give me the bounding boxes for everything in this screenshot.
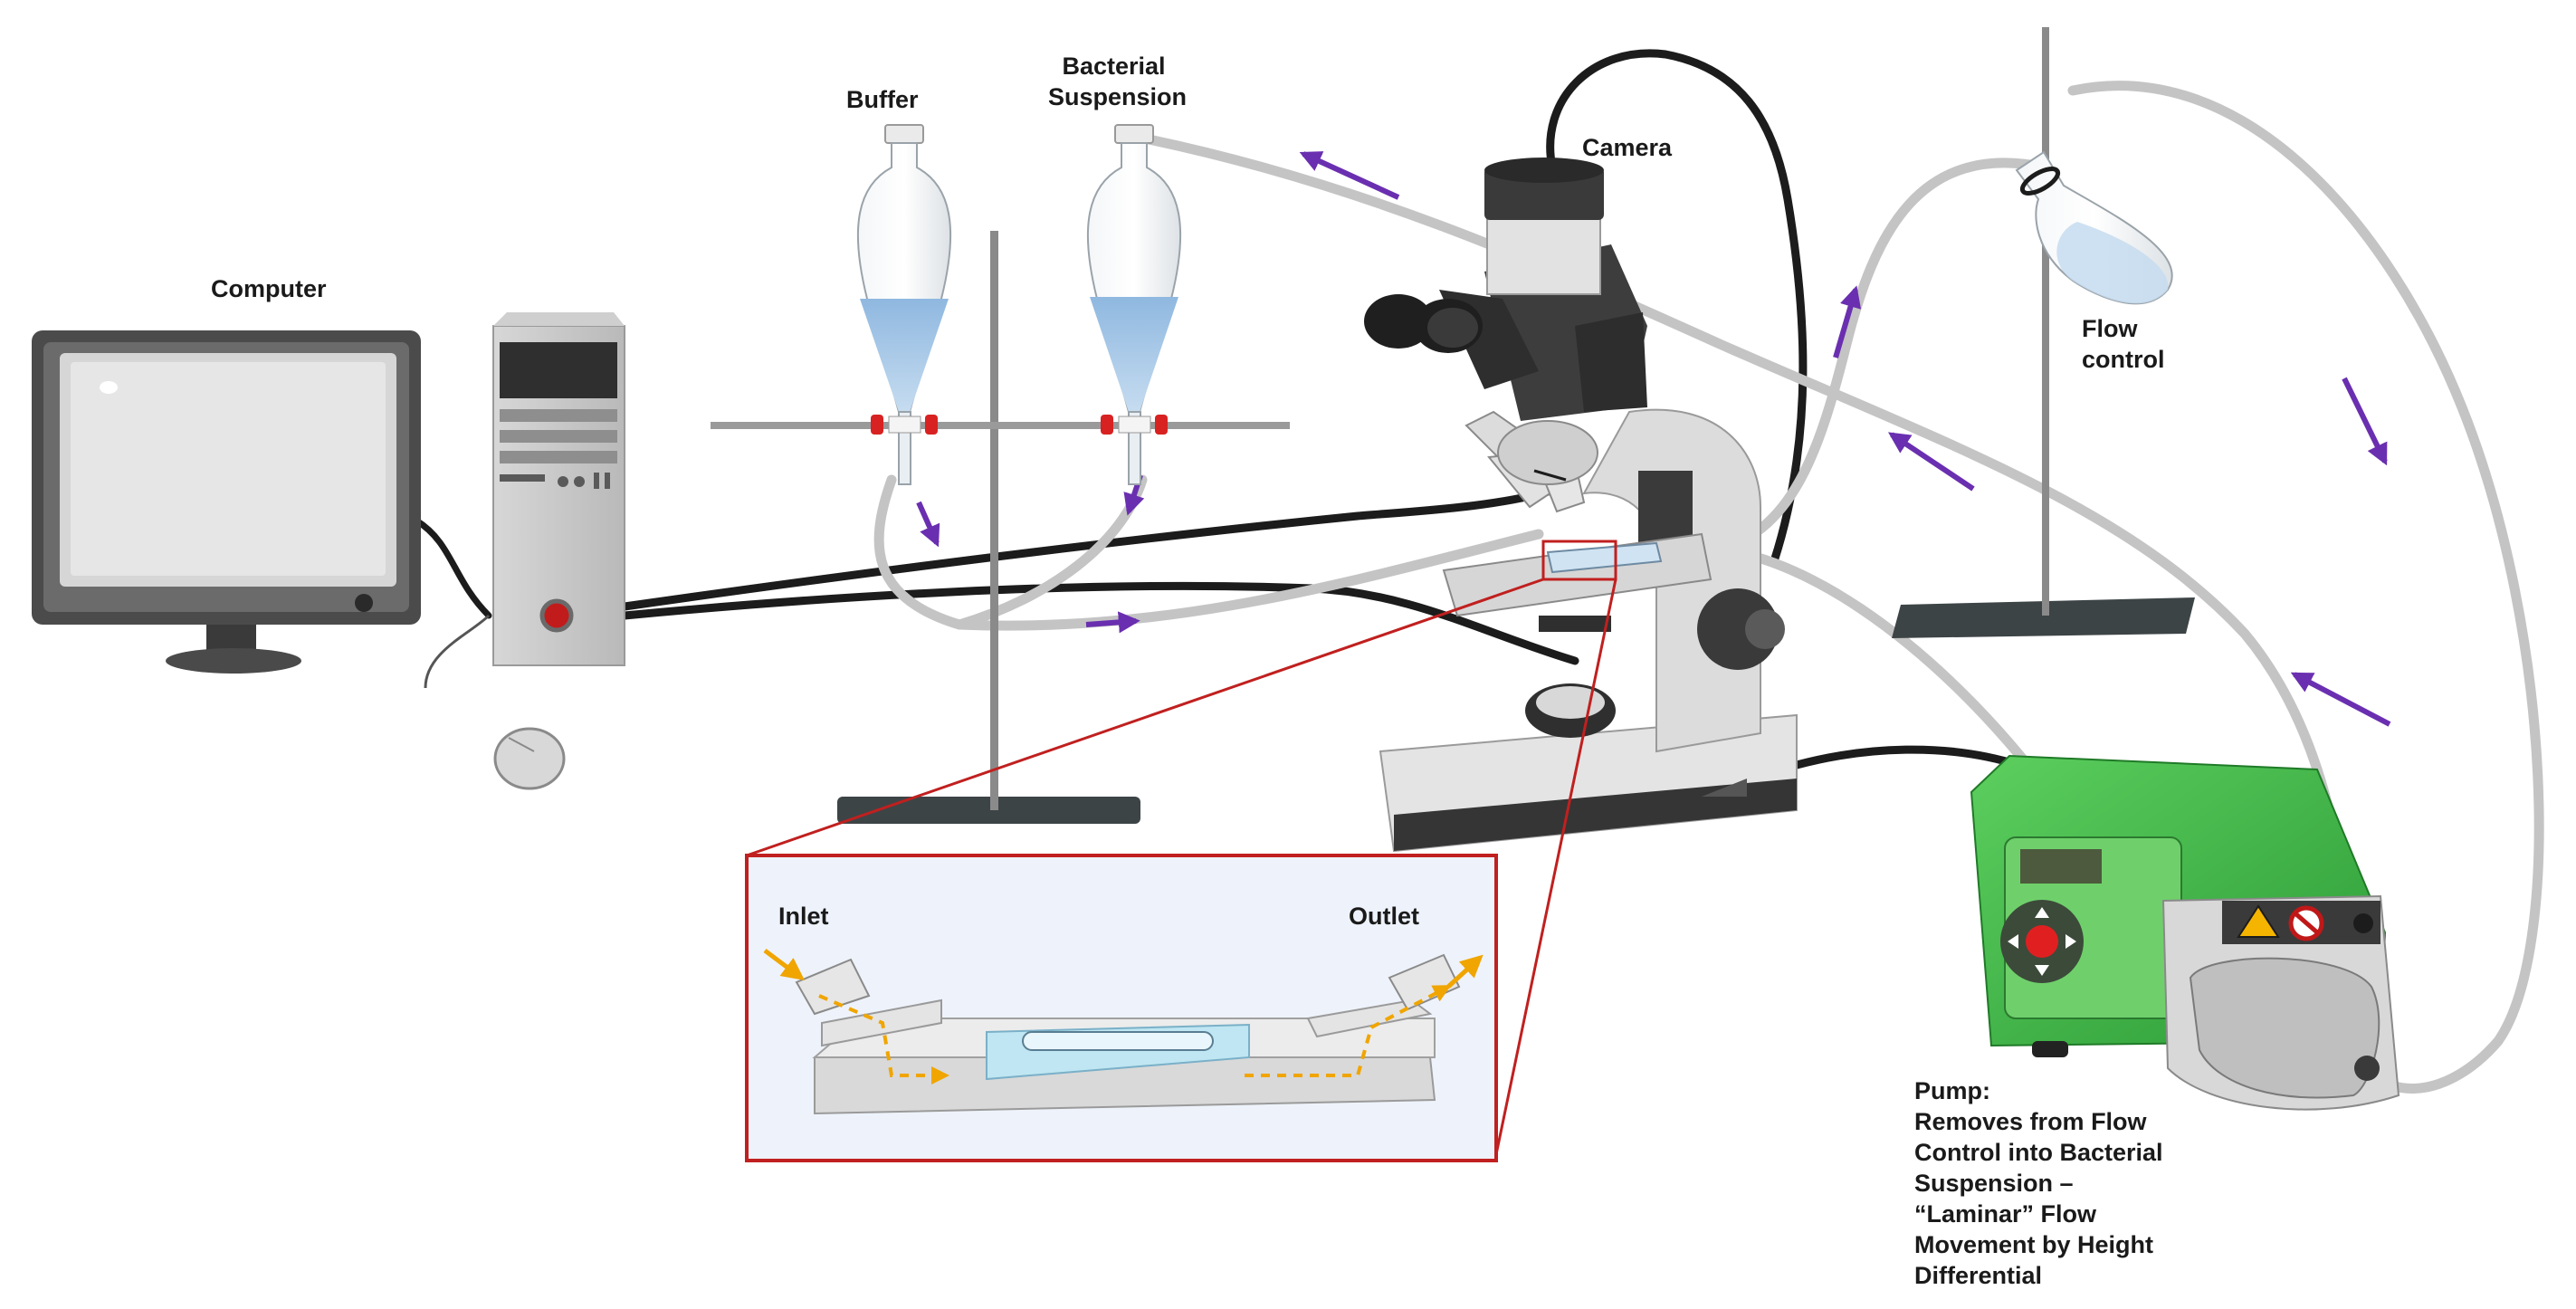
outlet-label: Outlet — [1349, 903, 1419, 930]
pump-power-cable — [1792, 745, 2023, 769]
pump-label-line: “Laminar” Flow — [1914, 1200, 2097, 1228]
pump-label-line: Suspension – — [1914, 1170, 2074, 1197]
computer-label: Computer — [211, 275, 327, 302]
monitor-cable — [413, 517, 492, 619]
tube-buffer-line — [873, 474, 1544, 631]
flow-control-label-line1: Flow — [2082, 315, 2138, 342]
flow-arrow-6 — [1888, 432, 1975, 492]
flow-control-label-line2: control — [2082, 346, 2165, 373]
pump-label-line: Differential — [1914, 1262, 2043, 1289]
flow-arrows — [916, 151, 2391, 727]
buffer-funnel — [856, 124, 952, 485]
flow-arrow-8 — [2290, 672, 2391, 727]
pump-label: Pump: Removes from Flow Control into Bac… — [1914, 1075, 2186, 1291]
bacterial-suspension-funnel — [1086, 124, 1182, 485]
flow-arrow-4 — [1085, 611, 1140, 634]
buffer-label: Buffer — [846, 86, 919, 113]
zoom-indicator — [746, 540, 1617, 1160]
microchannel-inset — [745, 854, 1498, 1162]
flow-control-stand — [1892, 27, 2195, 638]
funnel-stand — [711, 231, 1290, 824]
flow-control-label: Flow control — [2082, 313, 2165, 375]
flow-arrow-7 — [2342, 377, 2388, 466]
cables — [413, 49, 2023, 769]
pump-label-line: Removes from Flow — [1914, 1108, 2147, 1135]
bacterial-suspension-label-line2: Suspension — [1048, 83, 1188, 110]
flow-arrow-1 — [1299, 151, 1400, 200]
tube-flow-control-to-channel — [1705, 158, 2051, 558]
bacterial-suspension-label-line1: Bacterial — [1062, 53, 1166, 80]
flow-arrow-5 — [1833, 285, 1862, 358]
pump-label-line: Pump: — [1914, 1077, 1990, 1104]
camera-label: Camera — [1582, 134, 1673, 161]
computer-monitor — [32, 330, 421, 674]
inlet-label: Inlet — [778, 903, 829, 930]
pump-label-line: Control into Bacterial — [1914, 1139, 2163, 1166]
flow-arrow-2 — [916, 501, 940, 548]
bacterial-suspension-label: Bacterial Suspension — [1048, 51, 1188, 112]
flow-control-flask — [2015, 150, 2173, 305]
pump-label-line: Movement by Height — [1914, 1231, 2154, 1258]
cable-pc-microscope-1 — [620, 484, 1561, 611]
tube-pump-to-flow-control — [2067, 81, 2544, 1094]
computer-tower — [492, 312, 625, 666]
microscope — [1364, 158, 1798, 853]
camera-cable — [1546, 49, 1808, 566]
computer-mouse — [424, 614, 566, 790]
peristaltic-pump — [1970, 754, 2400, 1111]
cable-pc-microscope-2 — [620, 581, 1579, 665]
